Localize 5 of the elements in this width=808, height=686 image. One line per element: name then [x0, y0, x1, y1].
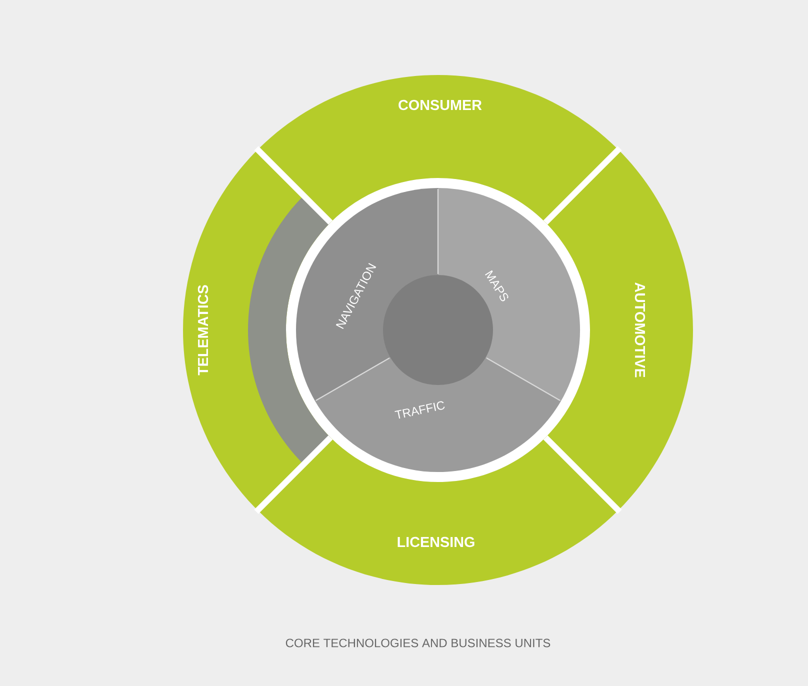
caption: CORE TECHNOLOGIES AND BUSINESS UNITS: [286, 638, 550, 648]
segment: AUTOMOTIVE: [545, 150, 693, 510]
segment: CONSUMER: [258, 75, 618, 223]
band: [248, 196, 331, 464]
segment: LICENSING: [258, 437, 618, 585]
